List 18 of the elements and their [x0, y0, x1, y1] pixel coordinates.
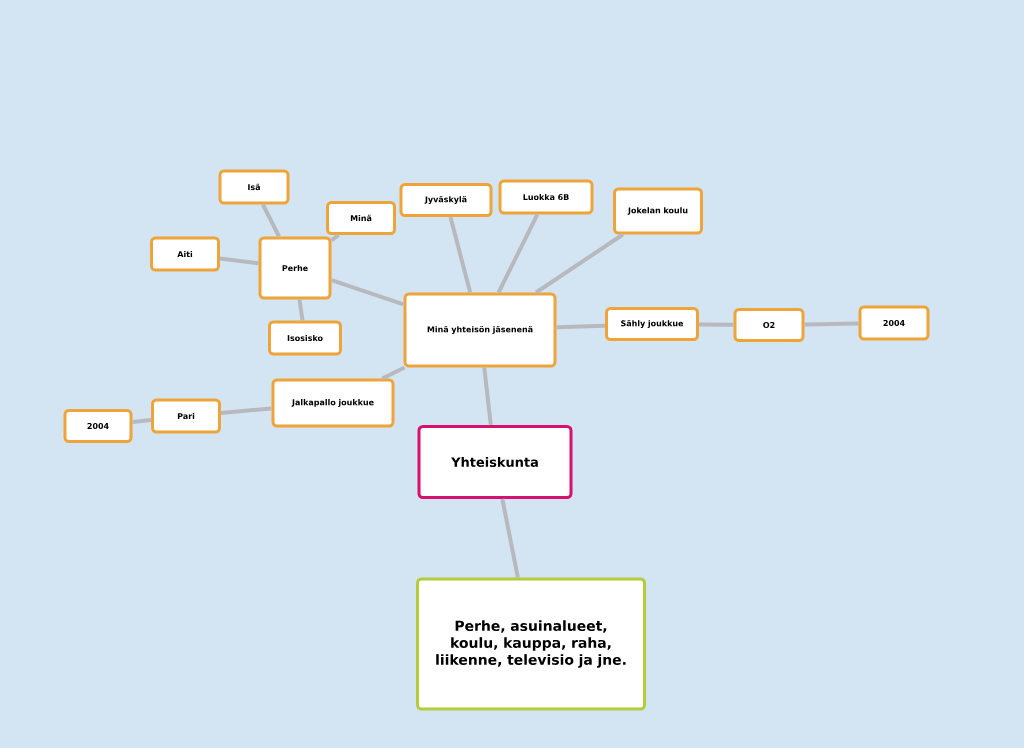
connector-line — [534, 232, 624, 295]
connector-line — [297, 299, 305, 321]
connector-line — [261, 203, 281, 238]
connector-line — [330, 233, 340, 242]
connector-line — [330, 278, 405, 307]
connector-line — [381, 365, 406, 381]
connector-line — [219, 256, 259, 266]
connector-line — [482, 367, 493, 426]
connector-line — [448, 216, 473, 293]
main-topic-box: Yhteiskunta — [417, 425, 573, 499]
connector-line — [556, 323, 606, 330]
connector-line — [699, 322, 734, 327]
main-topic-box: Perhe, asuinalueet, koulu, kauppa, raha, liikenne, televisio ja jne. — [416, 577, 646, 711]
connector-line — [804, 321, 859, 327]
connector-line — [500, 498, 520, 578]
connector-line — [496, 213, 540, 294]
connector-line — [220, 406, 272, 415]
connector-line — [132, 418, 152, 425]
